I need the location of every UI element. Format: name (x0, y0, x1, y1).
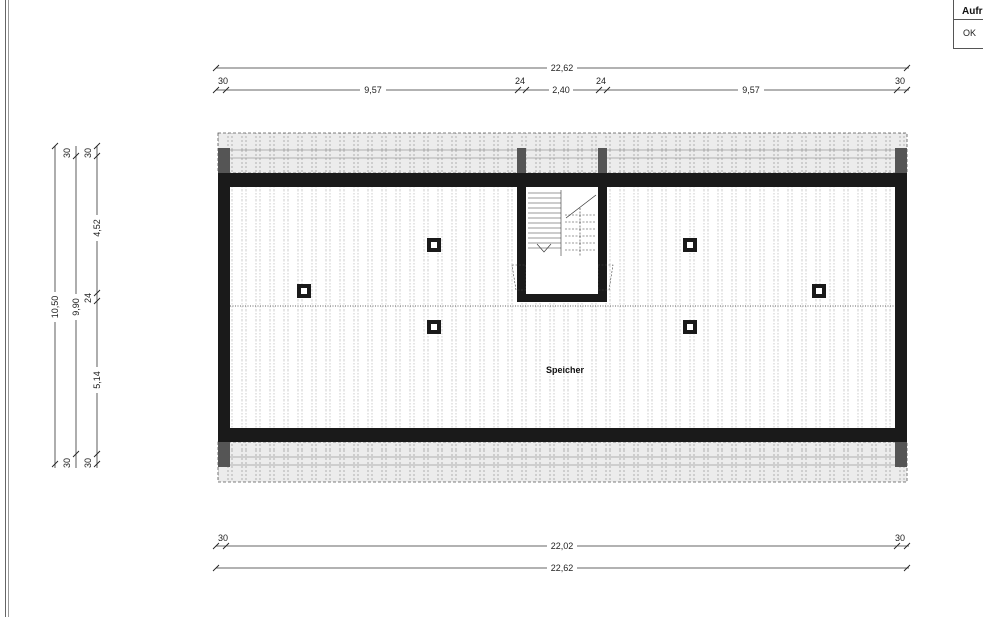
dim-text-bg (547, 563, 577, 573)
wall-stub (218, 442, 230, 467)
dim-tick (51, 142, 59, 150)
dim-text-bg (738, 85, 764, 95)
dim-tick (212, 564, 220, 572)
dim-text-bg (71, 294, 81, 320)
column (427, 238, 441, 252)
title-block-value: OK (963, 28, 977, 38)
dim-text-top-right: 9,57 (742, 85, 760, 95)
dim-tick (603, 86, 611, 94)
dim-text-left-lower: 5,14 (92, 371, 102, 389)
roof-eave-bottom (217, 441, 908, 483)
column (297, 284, 311, 298)
dim-text-left-bot-wall-b: 30 (83, 458, 93, 468)
stair-opening-lower (526, 259, 598, 294)
dim-tick (212, 86, 220, 94)
dim-text-bottom-total: 22,62 (551, 563, 574, 573)
dim-tick (222, 542, 230, 550)
dim-tick (903, 64, 911, 72)
dim-text-left-total: 10,50 (50, 296, 60, 319)
dim-text-bottom-left-wall: 30 (218, 533, 228, 543)
dim-tick (212, 64, 220, 72)
dim-text-left-top-wall-b: 30 (83, 148, 93, 158)
dim-tick (51, 460, 59, 468)
column (812, 284, 826, 298)
dim-text-top-left: 9,57 (364, 85, 382, 95)
stair-shaft-wall-left (517, 187, 526, 301)
dim-tick (93, 152, 101, 160)
dim-tick (595, 86, 603, 94)
sheet-frame-line (5, 0, 6, 617)
sheet-frame-line-inner (8, 0, 9, 617)
dim-text-bottom-inner: 22,02 (551, 541, 574, 551)
wall-left (218, 173, 230, 442)
wall-stub (895, 442, 907, 467)
wall-bottom (218, 428, 907, 442)
dim-text-bg (547, 541, 577, 551)
dim-text-bottom-right-wall: 30 (895, 533, 905, 543)
dim-tick (93, 289, 101, 297)
dim-text-top-right-wall: 30 (895, 76, 905, 86)
dim-text-top-mid: 2,40 (552, 85, 570, 95)
dim-tick (893, 86, 901, 94)
stair-flight-left (528, 190, 562, 256)
dim-tick (903, 564, 911, 572)
dim-text-left-top-wall: 30 (62, 148, 72, 158)
dim-tick (212, 542, 220, 550)
dim-text-bg (92, 367, 102, 393)
dim-text-top-mid-wall-right: 24 (596, 76, 606, 86)
stair-shaft-wall-bottom (517, 294, 607, 302)
dim-text-top-total: 22,62 (551, 63, 574, 73)
dim-tick (893, 542, 901, 550)
wall-stub (218, 148, 230, 173)
dim-text-bg (360, 85, 386, 95)
dim-tick (93, 297, 101, 305)
dim-tick (522, 86, 530, 94)
wall-top (218, 173, 907, 187)
wall-stub (598, 148, 607, 173)
title-block-header: Aufr (954, 0, 983, 20)
column (683, 320, 697, 334)
dim-text-left-bot-wall: 30 (62, 458, 72, 468)
title-block: Aufr OK (953, 0, 983, 49)
dim-tick (93, 142, 101, 150)
room-label: Speicher (546, 365, 585, 375)
dim-tick (222, 86, 230, 94)
wall-stub (895, 148, 907, 173)
dim-text-left-mid-wall: 24 (83, 293, 93, 303)
stair-arrow (565, 194, 597, 219)
dim-text-bg (549, 85, 573, 95)
dim-text-left-inner: 9,90 (71, 298, 81, 316)
dim-tick (93, 460, 101, 468)
dim-tick (903, 542, 911, 550)
dim-text-top-left-wall: 30 (218, 76, 228, 86)
dim-text-bg (92, 215, 102, 241)
dim-text-top-mid-wall-left: 24 (515, 76, 525, 86)
column (427, 320, 441, 334)
dim-tick (903, 86, 911, 94)
dim-tick (72, 152, 80, 160)
dim-text-bg (547, 63, 577, 73)
wall-stub (517, 148, 526, 173)
dim-tick (93, 450, 101, 458)
dim-text-left-upper: 4,52 (92, 219, 102, 237)
roof-eave-top (217, 132, 908, 174)
dim-text-bg (50, 292, 60, 322)
stair-shaft-wall-right (598, 187, 607, 301)
wall-right (895, 173, 907, 442)
dim-tick (72, 450, 80, 458)
column (683, 238, 697, 252)
dim-tick (514, 86, 522, 94)
